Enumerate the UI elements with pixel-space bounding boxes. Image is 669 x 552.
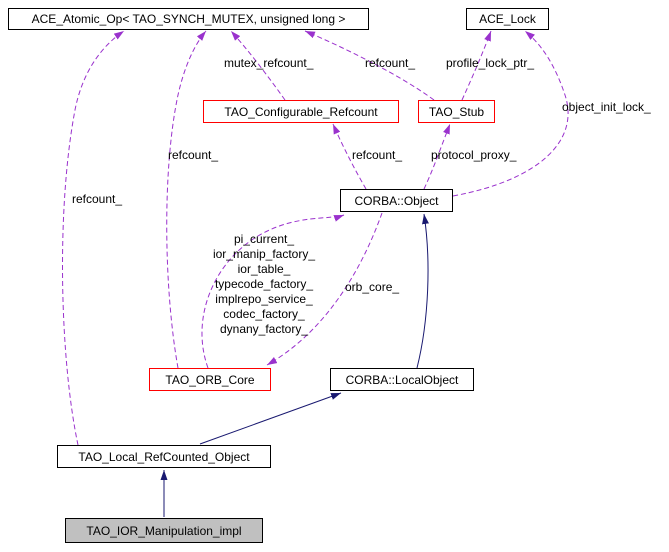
edge-usage-orbcore-refcount bbox=[166, 30, 207, 369]
node-corba-localobject[interactable]: CORBA::LocalObject bbox=[330, 368, 474, 391]
edge-label-orbcore-members: pi_current_ ior_manip_factory_ ior_table… bbox=[212, 232, 316, 336]
node-ace-atomic-op[interactable]: ACE_Atomic_Op< TAO_SYNCH_MUTEX, unsigned… bbox=[8, 8, 369, 30]
edge-label-stub-refcount: refcount_ bbox=[365, 56, 416, 70]
edge-usage-orb-core bbox=[266, 212, 383, 366]
edge-label-orbcore-refcount: refcount_ bbox=[168, 148, 219, 162]
edge-label-mutex-refcount: mutex_refcount_ bbox=[224, 56, 314, 70]
edge-label-local-refcount: refcount_ bbox=[72, 192, 123, 206]
edge-usage-profile-lock-ptr bbox=[461, 30, 492, 101]
edge-inherit-localobject-to-object bbox=[416, 213, 429, 369]
edge-usage-object-init-lock bbox=[452, 30, 569, 197]
edge-label-protocol-proxy: protocol_proxy_ bbox=[431, 148, 517, 162]
edge-label-profile-lock-ptr: profile_lock_ptr_ bbox=[446, 56, 535, 70]
edge-usage-stub-refcount bbox=[304, 30, 435, 101]
edge-usage-protocol-proxy bbox=[423, 123, 451, 190]
edge-label-object-init-lock: object_init_lock_ bbox=[562, 100, 651, 114]
edge-usage-local-refcount bbox=[62, 30, 125, 446]
edge-label-orb-core: orb_core_ bbox=[345, 280, 400, 294]
node-tao-local-refcounted-object[interactable]: TAO_Local_RefCounted_Object bbox=[57, 445, 271, 468]
node-tao-orb-core[interactable]: TAO_ORB_Core bbox=[149, 368, 271, 391]
edge-usage-object-refcount bbox=[332, 123, 367, 190]
node-tao-stub[interactable]: TAO_Stub bbox=[418, 100, 495, 123]
node-corba-object[interactable]: CORBA::Object bbox=[340, 189, 453, 212]
node-ace-lock[interactable]: ACE_Lock bbox=[466, 8, 549, 30]
edge-usage-orbcore-members bbox=[201, 214, 345, 369]
edge-label-object-refcount: refcount_ bbox=[352, 148, 403, 162]
node-tao-configurable-refcount[interactable]: TAO_Configurable_Refcount bbox=[203, 100, 399, 123]
edge-usage-mutex-refcount bbox=[230, 30, 286, 101]
edge-inherit-local-refcounted-to-localobject bbox=[199, 392, 342, 445]
node-tao-ior-manipulation-impl: TAO_IOR_Manipulation_impl bbox=[65, 518, 263, 543]
